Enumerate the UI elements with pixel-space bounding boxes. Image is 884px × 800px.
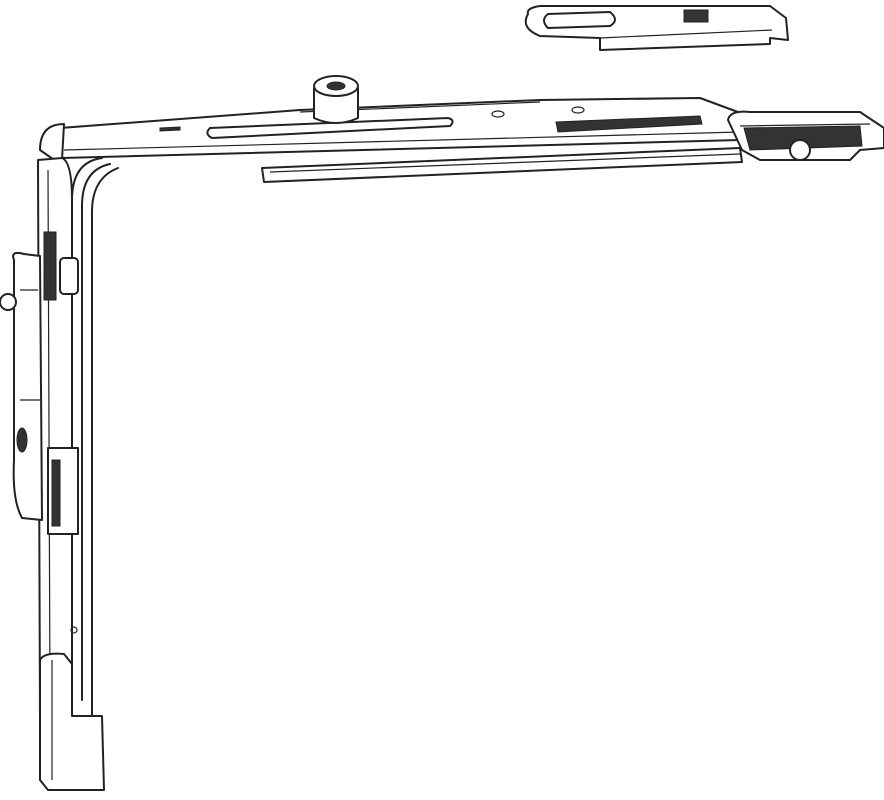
gear-teeth-icon <box>555 115 703 133</box>
marking-icon <box>159 126 181 132</box>
detached-keeper-plate <box>524 5 789 51</box>
screw-hole-icon <box>683 9 709 23</box>
horizontal-arm <box>59 97 743 183</box>
vertical-arm <box>0 157 105 791</box>
adjustment-stud <box>313 75 359 124</box>
gear-teeth-icon <box>43 231 57 301</box>
toothed-end-piece <box>727 110 884 161</box>
